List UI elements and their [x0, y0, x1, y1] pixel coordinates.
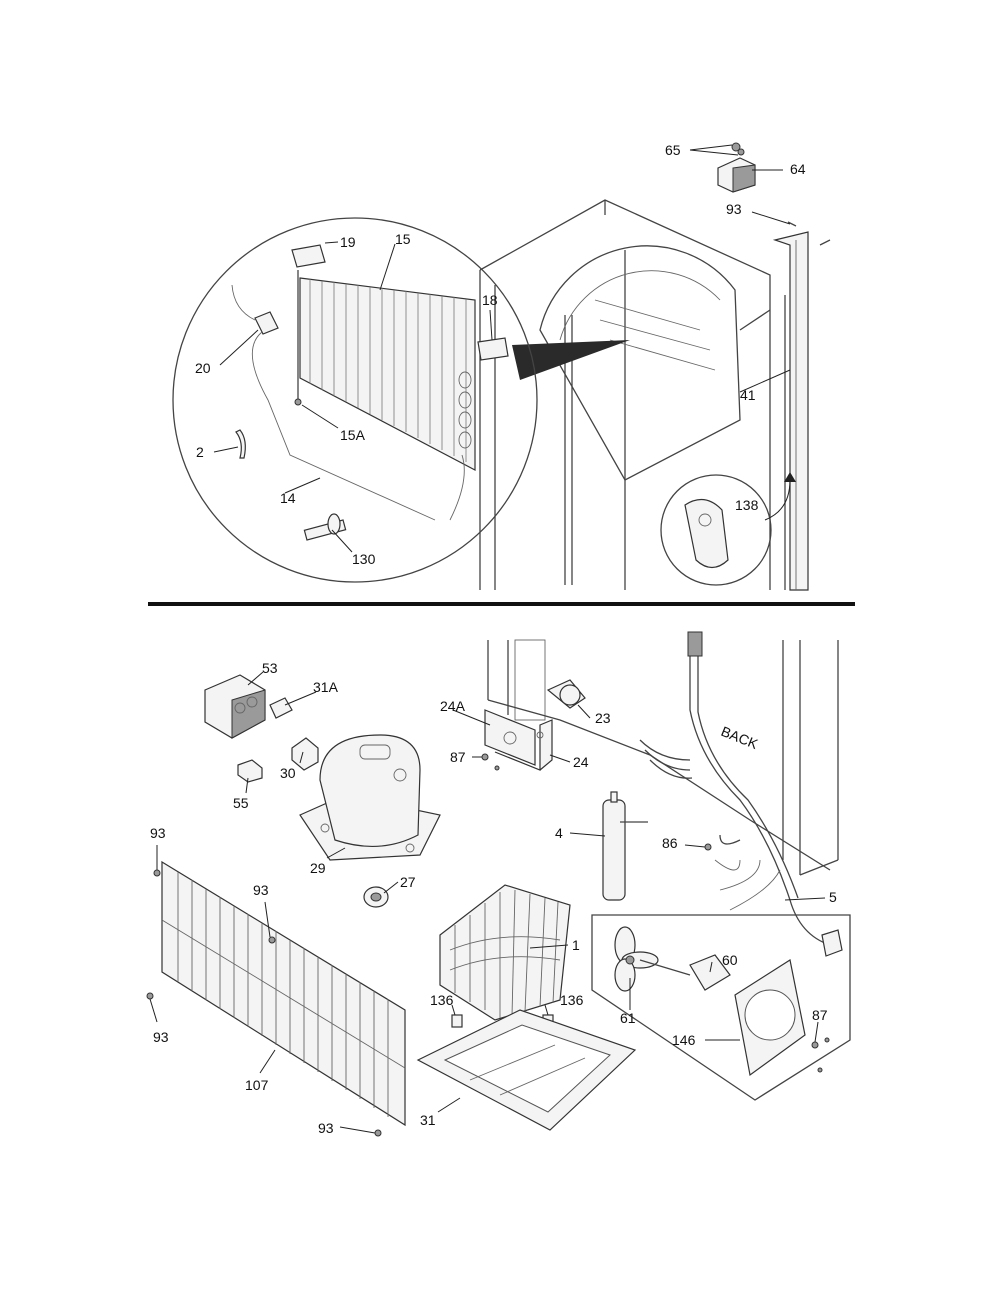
- part-93-screws-top: [787, 221, 831, 246]
- part-93-screws-bottom: [146, 869, 382, 1137]
- label-53: 53: [262, 660, 278, 676]
- label-87: 87: [450, 749, 466, 765]
- label-41: 41: [740, 387, 756, 403]
- label-30: 30: [280, 765, 296, 781]
- label-4: 4: [555, 825, 563, 841]
- part-53-relay: [204, 674, 266, 739]
- label-93: 93: [726, 201, 742, 217]
- part-2-clip: [235, 429, 246, 459]
- label-61: 61: [620, 1010, 636, 1026]
- label-27: 27: [400, 874, 416, 890]
- label-19: 19: [340, 234, 356, 250]
- part-1-condenser: [439, 884, 571, 1021]
- label-146: 146: [672, 1032, 696, 1048]
- part-31a-connector: [269, 697, 293, 719]
- part-20-sensor: [231, 284, 436, 521]
- label-93-left: 93: [153, 1029, 169, 1045]
- part-4-filter: [602, 791, 648, 901]
- part-60-fan-motor: [639, 954, 731, 991]
- label-87-fan: 87: [812, 1007, 828, 1023]
- label-65: 65: [665, 142, 681, 158]
- label-31a: 31A: [313, 679, 339, 695]
- part-5-power-cord: [639, 631, 843, 957]
- part-55-cover: [237, 759, 263, 783]
- fan-detail-box: [591, 914, 851, 1101]
- label-60: 60: [722, 952, 738, 968]
- label-138: 138: [735, 497, 759, 513]
- freezer-opening: [512, 245, 741, 481]
- label-15: 15: [395, 231, 411, 247]
- part-29-compressor: [299, 734, 441, 861]
- part-24-bracket: [484, 709, 553, 771]
- label-15a: 15A: [340, 427, 366, 443]
- label-14: 14: [280, 490, 296, 506]
- label-back: BACK: [719, 723, 761, 752]
- part-136-mount-left: [451, 1014, 463, 1028]
- evaporator-detail-circle: [172, 217, 538, 583]
- leader-lines: [149, 144, 826, 1134]
- label-29: 29: [310, 860, 326, 876]
- label-24a: 24A: [440, 698, 466, 714]
- label-31: 31: [420, 1112, 436, 1128]
- label-93-top: 93: [150, 825, 166, 841]
- label-20: 20: [195, 360, 211, 376]
- part-65-screws: [731, 142, 745, 156]
- label-18: 18: [482, 292, 498, 308]
- callout-labels: 65 64 93 19 15 18 20 15A 2 14 130 41 138…: [150, 142, 837, 1136]
- part-31-base-pan: [416, 1009, 637, 1131]
- part-86-screw: [704, 843, 712, 851]
- part-87-screws-fan: [811, 1041, 819, 1049]
- label-2: 2: [196, 444, 204, 460]
- label-93-bottom: 93: [318, 1120, 334, 1136]
- part-64-bracket: [717, 157, 756, 193]
- label-86: 86: [662, 835, 678, 851]
- cabinet-outline: [479, 199, 809, 591]
- label-1: 1: [572, 937, 580, 953]
- part-87-screw-left: [481, 753, 489, 761]
- part-23-valve: [546, 679, 586, 709]
- label-136-right: 136: [560, 992, 584, 1008]
- label-130: 130: [352, 551, 376, 567]
- label-107: 107: [245, 1077, 269, 1093]
- label-64: 64: [790, 161, 806, 177]
- part-30-overload: [291, 737, 319, 771]
- part-61-fan-blade: [614, 926, 659, 992]
- part-19-pad: [291, 244, 326, 268]
- label-93-middle: 93: [253, 882, 269, 898]
- label-136-left: 136: [430, 992, 454, 1008]
- detail-circle-138: [660, 472, 796, 586]
- part-15-evaporator: [299, 277, 476, 471]
- label-55: 55: [233, 795, 249, 811]
- part-146-fan-shroud: [734, 959, 806, 1077]
- part-107-grille: [161, 860, 406, 1127]
- label-24: 24: [573, 754, 589, 770]
- label-5: 5: [829, 889, 837, 905]
- part-27-grommet: [363, 886, 389, 908]
- label-23: 23: [595, 710, 611, 726]
- part-130-pin: [303, 513, 347, 541]
- part-18-pad: [477, 337, 509, 361]
